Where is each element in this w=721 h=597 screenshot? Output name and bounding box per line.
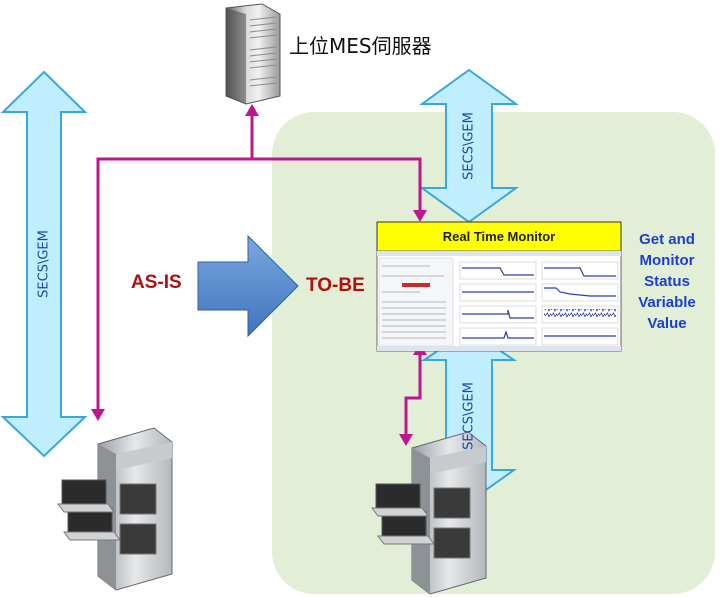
status-variable-line: Get and xyxy=(639,231,695,248)
as-is-label: AS-IS xyxy=(131,272,182,293)
status-variable-line: Value xyxy=(647,315,687,332)
secs-gem-label-left: SECS\GEM xyxy=(36,230,52,298)
status-variable-line: Monitor xyxy=(639,252,695,269)
monitor-title-bar xyxy=(376,221,622,252)
equipment-machine-icon xyxy=(57,427,173,591)
secs-gem-label-top: SECS\GEM xyxy=(461,112,477,180)
server-label: 上位MES伺服器 xyxy=(289,34,432,58)
server-tower-icon xyxy=(225,3,281,105)
link-arrowheads xyxy=(91,104,427,446)
equipment-machine-icon xyxy=(371,431,487,595)
monitor-screenshot-icon xyxy=(376,250,622,352)
to-be-label: TO-BE xyxy=(306,275,365,296)
status-variable-line: Status xyxy=(644,273,690,290)
status-variable-line: Variable xyxy=(638,294,696,311)
as-is-to-be-arrow xyxy=(197,234,299,338)
secs-gem-label-bottom: SECS\GEM xyxy=(461,382,477,450)
mes-link-lines xyxy=(96,114,422,436)
secs-gem-arrow-left xyxy=(0,70,88,458)
monitor-title: Real Time Monitor xyxy=(442,229,556,244)
status-variable-label: Get and Monitor Status Variable Value xyxy=(625,229,709,334)
